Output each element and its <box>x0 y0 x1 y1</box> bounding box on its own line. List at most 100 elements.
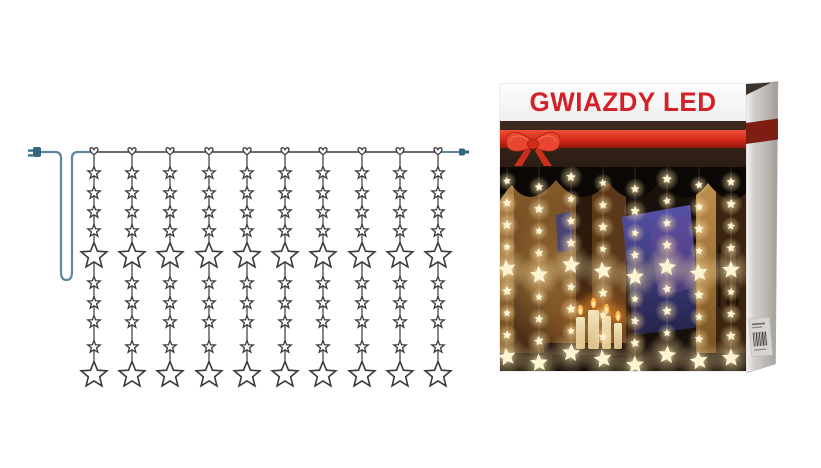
large-star-icon <box>308 359 338 388</box>
small-star-icon <box>354 313 370 329</box>
glowing-star-icon <box>599 310 608 319</box>
small-star-icon <box>201 184 217 200</box>
small-star-icon <box>315 222 331 238</box>
glowing-star-icon <box>566 171 577 182</box>
light-string <box>423 147 453 388</box>
large-star-icon <box>270 359 300 388</box>
small-star-icon <box>392 338 408 354</box>
glowing-star-icon <box>662 284 672 294</box>
glowing-star-icon <box>500 259 516 278</box>
small-star-icon <box>239 203 255 219</box>
glowing-star-icon <box>534 203 544 214</box>
glowing-star-icon <box>662 196 671 205</box>
small-star-icon <box>239 222 255 238</box>
light-string <box>155 147 185 388</box>
bow-tail-left <box>514 145 531 166</box>
glowing-star-icon <box>630 184 640 193</box>
heart-clip-icon <box>280 147 290 156</box>
bow-knot <box>527 138 539 150</box>
box-title-band: GWIAZDY LED <box>500 84 746 121</box>
glowing-star-icon <box>502 198 512 208</box>
product-box: GWIAZDY LED <box>497 76 787 406</box>
glowing-star-icon <box>535 226 544 235</box>
small-star-icon <box>277 203 293 219</box>
heart-clip-icon <box>357 147 367 156</box>
small-star-icon <box>86 313 102 329</box>
glowing-star-icon <box>598 221 608 232</box>
small-star-icon <box>354 338 370 354</box>
small-star-icon <box>239 338 255 354</box>
small-star-icon <box>430 274 446 290</box>
glowing-star-icon <box>625 355 644 371</box>
ribbon-band <box>500 121 746 167</box>
small-star-icon <box>354 203 370 219</box>
small-star-icon <box>392 294 408 310</box>
large-star-icon <box>117 240 147 269</box>
box-photo-window-scene <box>500 167 746 371</box>
barcode-icon <box>752 331 768 347</box>
small-star-icon <box>239 294 255 310</box>
light-string <box>308 147 338 388</box>
small-star-icon <box>124 313 140 329</box>
small-star-icon <box>86 184 102 200</box>
small-star-icon <box>86 203 102 219</box>
small-star-icon <box>277 274 293 290</box>
glowing-star-icon <box>726 309 736 319</box>
large-star-icon <box>232 240 262 269</box>
small-star-icon <box>201 294 217 310</box>
small-star-icon <box>430 338 446 354</box>
small-star-icon <box>162 164 178 180</box>
power-cable <box>41 150 94 282</box>
small-star-icon <box>124 222 140 238</box>
small-star-icon <box>162 313 178 329</box>
small-star-icon <box>86 222 102 238</box>
small-star-icon <box>239 313 255 329</box>
small-star-icon <box>277 164 293 180</box>
gift-bow-icon <box>505 132 561 166</box>
light-string <box>194 147 224 388</box>
small-star-icon <box>315 274 331 290</box>
glowing-star-icon <box>529 265 548 283</box>
large-star-icon <box>232 359 262 388</box>
glowing-star-icon <box>630 205 641 216</box>
small-star-icon <box>430 203 446 219</box>
small-star-icon <box>162 222 178 238</box>
large-star-icon <box>117 359 147 388</box>
glowing-star-icon <box>693 289 704 300</box>
glowing-star-icon <box>562 343 581 362</box>
small-star-icon <box>315 184 331 200</box>
small-star-icon <box>430 313 446 329</box>
glowing-star-icon <box>562 255 581 274</box>
small-star-icon <box>124 274 140 290</box>
glowing-star-icon <box>695 312 704 321</box>
small-star-icon <box>162 203 178 219</box>
product-title: GWIAZDY LED <box>529 86 717 118</box>
light-string <box>79 147 109 388</box>
large-star-icon <box>423 240 453 269</box>
small-star-icon <box>315 203 331 219</box>
large-star-icon <box>385 359 415 388</box>
small-star-icon <box>124 164 140 180</box>
small-star-icon <box>201 222 217 238</box>
glowing-star-icon <box>598 200 608 209</box>
small-star-icon <box>354 222 370 238</box>
heart-clip-icon <box>89 147 99 156</box>
small-star-icon <box>354 294 370 310</box>
small-star-icon <box>354 184 370 200</box>
glowing-star-icon <box>727 221 736 230</box>
glowing-star-icon <box>726 198 737 209</box>
heart-clip-icon <box>127 147 137 156</box>
heart-clip-icon <box>204 147 214 156</box>
heart-clip-icon <box>395 147 405 156</box>
glowing-star-icon <box>694 180 703 189</box>
heart-clip-icon <box>165 147 175 156</box>
small-star-icon <box>315 338 331 354</box>
glowing-star-icon <box>529 353 548 371</box>
large-star-icon <box>347 359 377 388</box>
small-star-icon <box>124 338 140 354</box>
glowing-star-icon <box>625 267 644 285</box>
bow-tail-right <box>535 145 552 166</box>
small-star-icon <box>277 313 293 329</box>
glowing-star-icon <box>500 347 516 366</box>
small-star-icon <box>392 203 408 219</box>
